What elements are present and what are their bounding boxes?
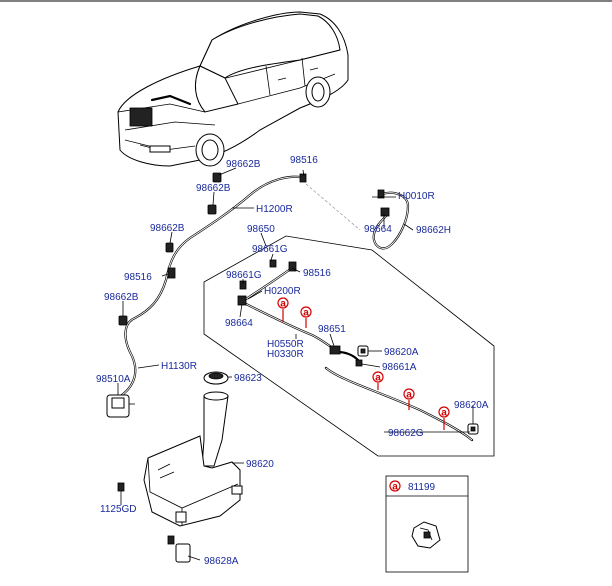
svg-text:a: a [392, 482, 398, 493]
label-98628a: 98628A [204, 556, 239, 567]
upper-right-hose [372, 189, 410, 250]
left-hose-assembly [106, 172, 307, 418]
washer-pump [106, 394, 135, 418]
label-98651: 98651 [318, 324, 346, 335]
label-98620: 98620 [246, 459, 274, 470]
label-98662b-2: 98662B [196, 183, 231, 194]
svg-text:a: a [406, 390, 412, 401]
label-98516-3: 98516 [124, 272, 152, 283]
callout-a-5: a [438, 406, 450, 430]
label-98661g-1: 98661G [252, 244, 288, 255]
label-h0010r: H0010R [398, 191, 435, 202]
nozzle-98620a-upper [357, 345, 369, 357]
label-h0330r: H0330R [267, 349, 304, 360]
label-98661a: 98661A [382, 362, 417, 373]
svg-text:a: a [303, 308, 309, 319]
label-h0200r: H0200R [264, 286, 301, 297]
label-98620a-1: 98620A [384, 347, 419, 358]
svg-text:a: a [280, 299, 286, 310]
nozzle-98620a-lower [467, 423, 479, 435]
label-81199: 81199 [408, 482, 436, 493]
callout-markers: a a a a a [277, 297, 450, 430]
label-h0550r: H0550R [267, 339, 304, 350]
label-98516-2: 98516 [303, 268, 331, 279]
part-labels: 98662B 98516 98662B H1200R H0010R 98662B… [96, 155, 489, 567]
svg-text:a: a [441, 408, 447, 419]
label-98510a: 98510A [96, 374, 131, 385]
label-98662b-3: 98662B [150, 223, 185, 234]
label-98662b-1: 98662B [226, 159, 261, 170]
car-illustration [117, 11, 349, 167]
label-h1200r: H1200R [256, 204, 293, 215]
svg-text:a: a [375, 373, 381, 384]
label-h1130r: H1130R [161, 361, 197, 372]
label-1125gd: 1125GD [100, 504, 137, 515]
callout-a-2: a [300, 306, 312, 328]
leader-lines [117, 167, 474, 561]
label-98662b-4: 98662B [104, 292, 139, 303]
detail-box-81199: a [385, 475, 469, 573]
label-98662h: 98662H [416, 225, 451, 236]
label-98620a-2: 98620A [454, 400, 489, 411]
label-98623: 98623 [234, 373, 262, 384]
label-98664-2: 98664 [225, 318, 253, 329]
callout-a-1: a [277, 297, 289, 322]
nozzle-hoses [237, 259, 479, 442]
callout-a-3: a [372, 371, 384, 390]
label-98664-1: 98664 [364, 224, 392, 235]
callout-a-4: a [403, 388, 415, 410]
label-98516-1: 98516 [290, 155, 318, 166]
label-98650: 98650 [247, 224, 275, 235]
washer-reservoir [117, 371, 243, 563]
label-98662g: 98662G [388, 428, 424, 439]
label-98661g-2: 98661G [226, 270, 262, 281]
nozzle-assembly-box [203, 235, 495, 457]
